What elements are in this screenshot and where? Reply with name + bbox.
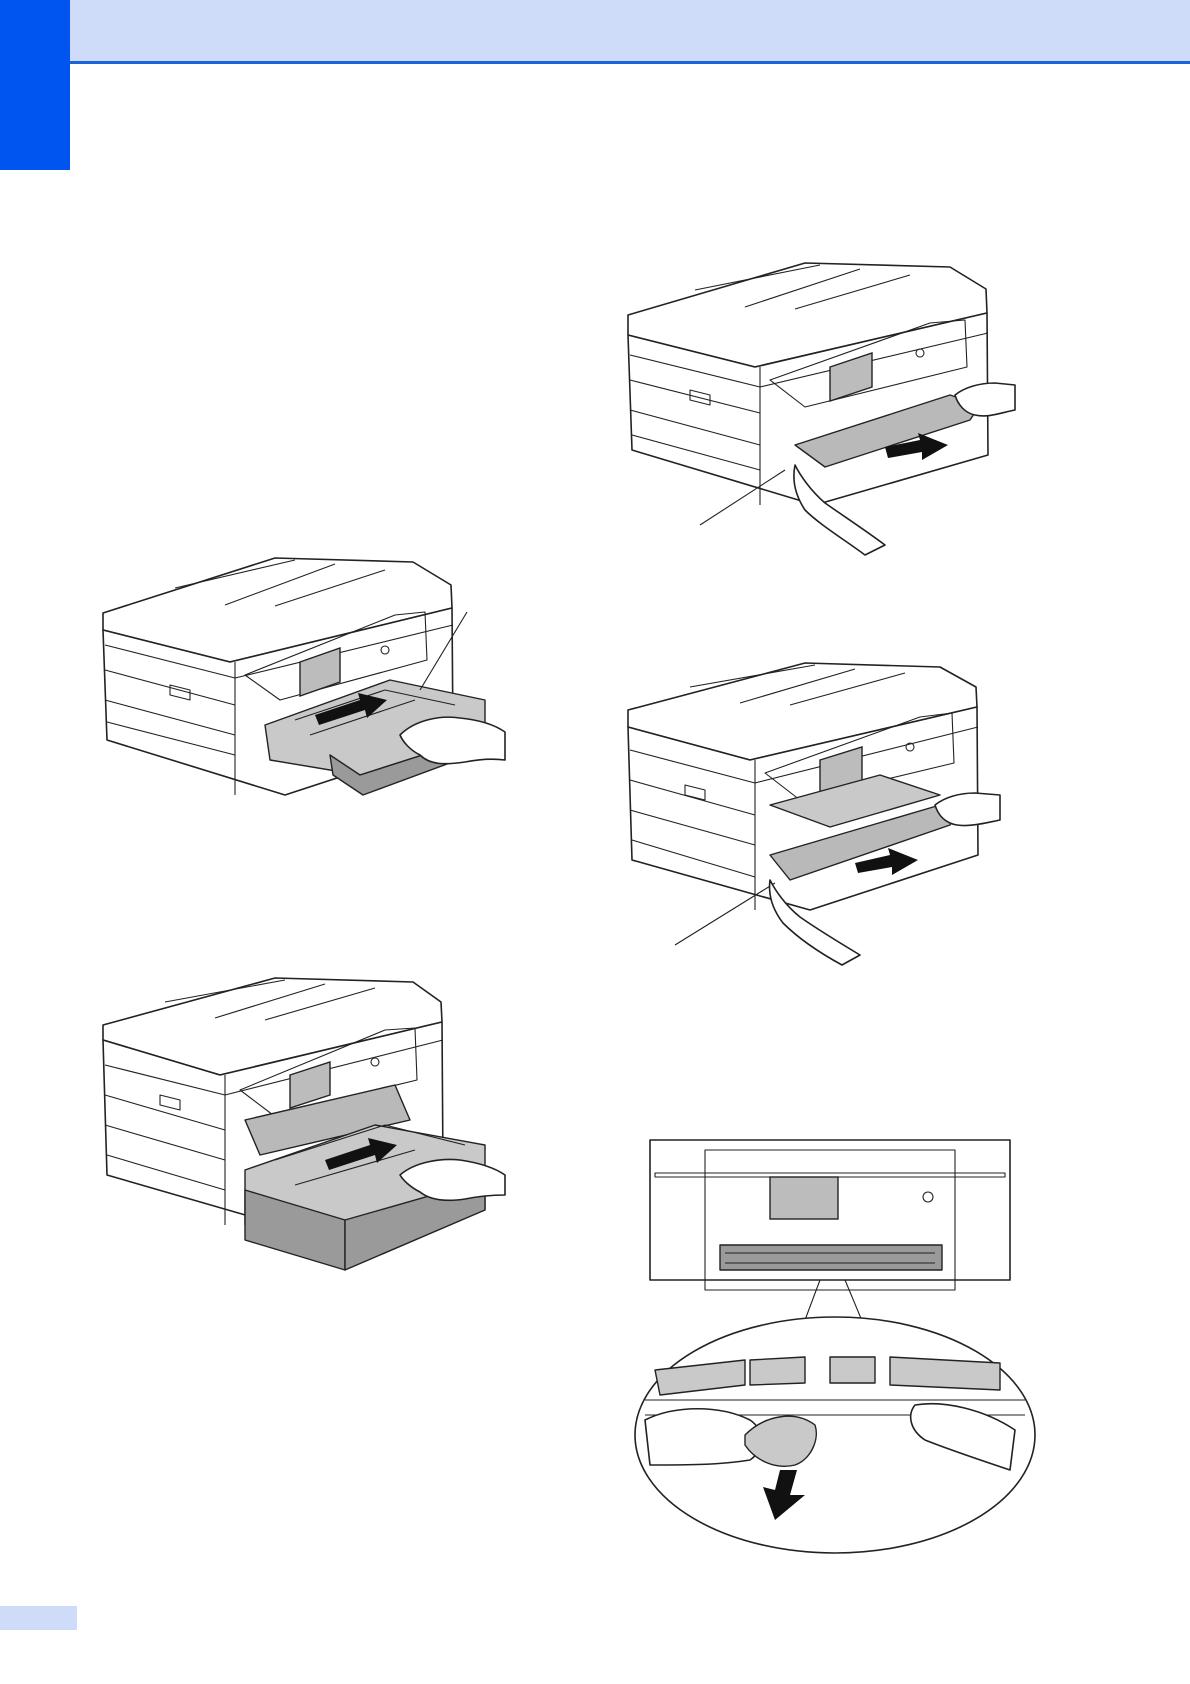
roller-cleaning-icon	[625, 1135, 1045, 1555]
remove-scraps-detail-figure	[625, 1135, 1045, 1555]
header-band	[70, 0, 1190, 64]
chapter-tab	[0, 0, 70, 170]
printer-tray-pull-icon	[95, 970, 545, 1290]
remove-paper-front-figure	[620, 255, 1080, 585]
page-number-box	[0, 1606, 77, 1630]
paper-pull-icon	[620, 655, 1080, 995]
pull-tray-out-further-figure	[95, 970, 545, 1290]
pull-tray-out-figure	[95, 550, 545, 820]
printer-tray-pull-icon	[95, 550, 545, 820]
paper-pull-icon	[620, 255, 1080, 585]
remove-paper-lower-figure	[620, 655, 1080, 995]
